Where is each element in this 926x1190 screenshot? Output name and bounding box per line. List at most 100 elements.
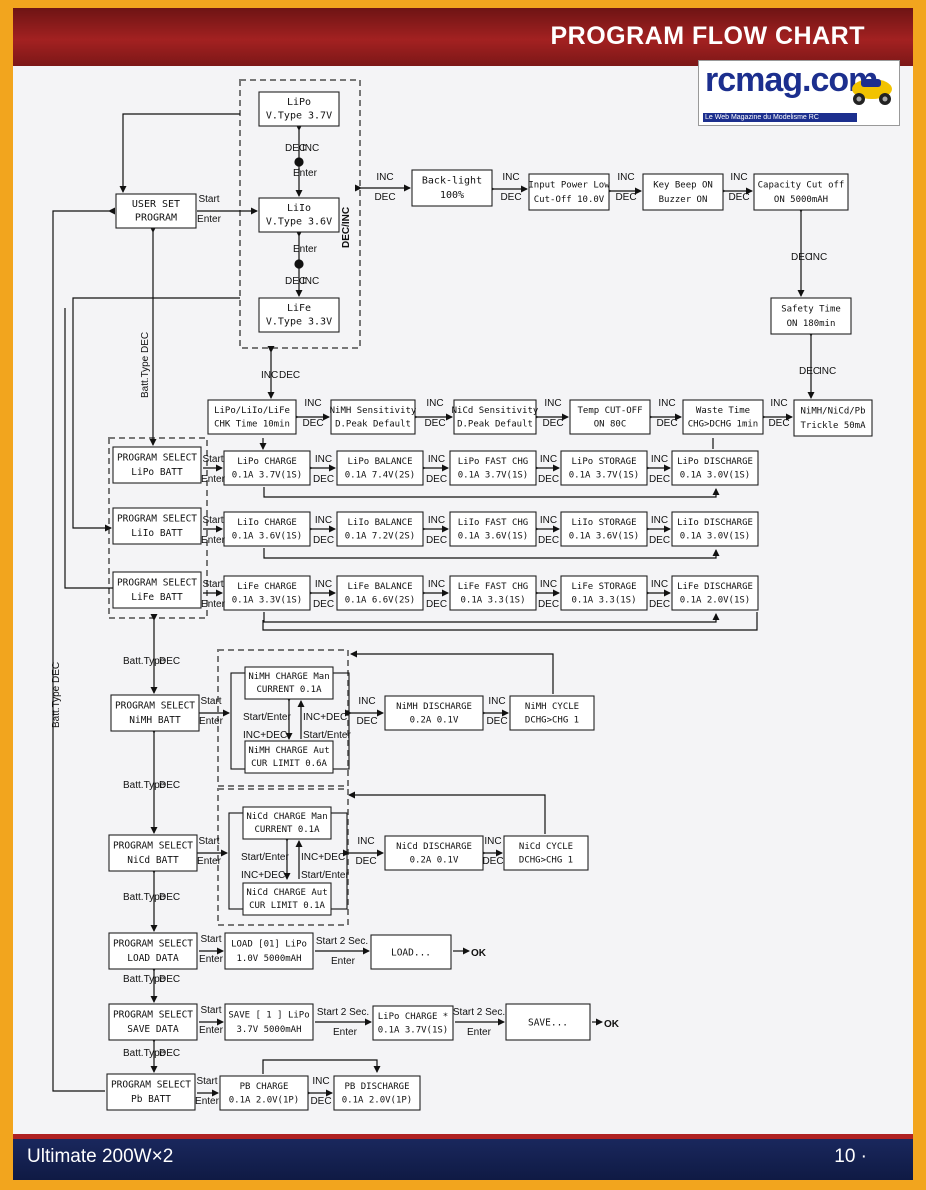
box-frame	[223, 511, 311, 547]
arrow-label: DEC/INC	[341, 207, 352, 248]
connector-line	[263, 612, 720, 623]
box-line: PROGRAM SELECT	[113, 841, 193, 852]
box-line: 0.1A 3.3(1S)	[571, 596, 636, 606]
box-frame	[384, 695, 484, 731]
arrow-label: Enter	[201, 535, 226, 546]
arrow-label: Start	[200, 696, 221, 707]
box-line: 0.1A 7.2V(2S)	[345, 532, 415, 542]
box-line: 0.1A 3.7V(1S)	[232, 471, 302, 481]
box-line: PROGRAM SELECT	[117, 514, 197, 525]
box-frame	[449, 450, 537, 486]
box-frame	[244, 666, 334, 700]
arrow-label: DEC	[649, 535, 670, 546]
arrow-label: INC	[428, 579, 445, 590]
arrow-label: DEC	[542, 418, 563, 429]
logo-tagline: Le Web Magazine du Modelisme RC	[703, 113, 857, 122]
box-frame	[528, 173, 610, 211]
arrow-label: OK	[604, 1019, 620, 1030]
arrow-label: Enter	[333, 1027, 358, 1038]
box-line: Waste Time	[696, 406, 750, 416]
box-line: NiCd CHARGE Man	[246, 812, 327, 822]
box-line: NiCd DISCHARGE	[396, 842, 472, 852]
page-number: 10 ·	[834, 1146, 867, 1167]
connector-line	[52, 207, 115, 1092]
box-line: V.Type 3.3V	[266, 317, 332, 328]
box-line: D.Peak Default	[457, 420, 533, 430]
box-line: PROGRAM	[135, 213, 177, 224]
arrow-label: INC	[540, 579, 557, 590]
box-frame	[108, 1003, 198, 1041]
box-line: NiCd CHARGE Aut	[246, 888, 327, 898]
box-line: NiMH CYCLE	[525, 702, 579, 712]
arrow-label: Enter	[201, 599, 226, 610]
box-frame	[219, 1075, 309, 1111]
arrow-label: DEC	[426, 535, 447, 546]
box-line: CHG>DCHG 1min	[688, 420, 758, 430]
box-line: Temp CUT-OFF	[577, 406, 642, 416]
box-frame	[642, 173, 724, 211]
box-line: PROGRAM SELECT	[115, 701, 195, 712]
header-bar: PROGRAM FLOW CHART	[13, 8, 913, 66]
arrow-label: DEC	[302, 418, 323, 429]
arrow-label: DEC	[285, 276, 306, 287]
arrow-label: Enter	[293, 168, 318, 179]
box-line: NiMH/NiCd/Pb	[800, 407, 865, 417]
box-line: 0.1A 3.6V(1S)	[232, 532, 302, 542]
junction-dot	[294, 157, 304, 167]
box-frame	[108, 932, 198, 970]
box-frame	[682, 399, 764, 435]
box-line: LiFe STORAGE	[571, 582, 636, 592]
connector-line	[64, 308, 113, 589]
arrow-label: Start	[202, 454, 223, 465]
box-line: CURRENT 0.1A	[256, 685, 322, 695]
arrow-label: INC	[315, 515, 332, 526]
box-line: Safety Time	[781, 305, 841, 315]
box-save-lipo-charge: LiPo CHARGE *0.1A 3.7V(1S)	[372, 1005, 454, 1041]
box-frame	[224, 932, 314, 970]
box-frame	[115, 193, 197, 229]
arrow-label: INC	[358, 696, 375, 707]
box-line: SAVE...	[528, 1017, 568, 1028]
box-line: LiIo CHARGE	[237, 518, 297, 528]
box-line: LiPo CHARGE	[237, 457, 297, 467]
box-line: LiFe BALANCE	[347, 582, 412, 592]
arrow-label: DEC	[356, 716, 377, 727]
box-frame	[224, 1003, 314, 1041]
box-line: LiIo DISCHARGE	[677, 518, 753, 528]
arrow-label: INC	[651, 515, 668, 526]
box-line: 0.2A 0.1V	[410, 716, 459, 726]
arrow-label: OK	[471, 948, 487, 959]
box-line: ON 80C	[594, 420, 627, 430]
box-line: 0.1A 3.6V(1S)	[569, 532, 639, 542]
arrow-label: DEC	[728, 192, 749, 203]
box-line: CUR LIMIT 0.1A	[249, 901, 325, 911]
box-frame	[336, 511, 424, 547]
box-line: NiMH CHARGE Aut	[248, 746, 329, 756]
box-line: PROGRAM SELECT	[113, 939, 193, 950]
box-line: LOAD DATA	[127, 953, 179, 964]
page-title: PROGRAM FLOW CHART	[550, 22, 865, 50]
box-line: V.Type 3.6V	[266, 217, 332, 228]
arrow-label: Enter	[199, 954, 224, 965]
connector-line	[348, 791, 546, 834]
box-line: 0.1A 2.0V(1S)	[680, 596, 750, 606]
arrow-label: DEC	[159, 780, 180, 791]
box-frame	[336, 450, 424, 486]
